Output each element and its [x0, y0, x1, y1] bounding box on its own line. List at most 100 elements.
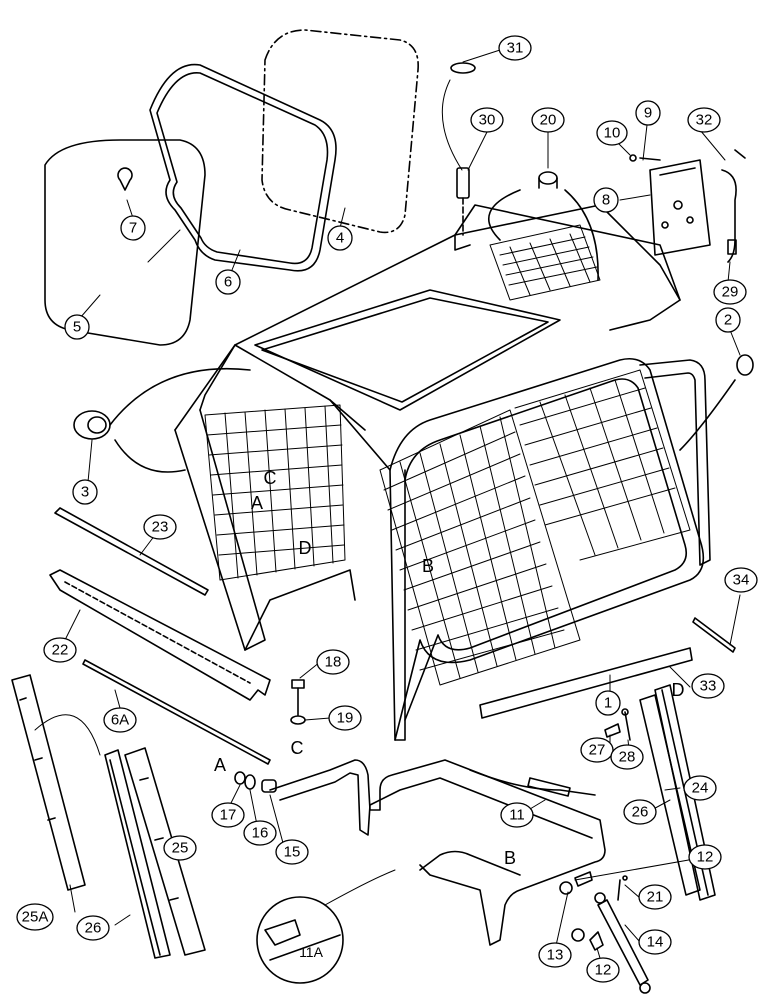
callout-32 [687, 107, 721, 133]
ref-letter-b-bottom: B [504, 848, 516, 868]
callout-21 [638, 884, 672, 910]
ref-letter-d-right: D [672, 680, 685, 700]
callout-5-label: 5 [73, 319, 81, 336]
callout-15-label: 15 [284, 844, 301, 861]
part-28-screw [621, 708, 631, 741]
part-26-left-strip [104, 749, 171, 959]
callout-11-label: 11 [509, 807, 525, 824]
callout-16-label: 16 [252, 825, 269, 842]
callout-12-lower-label: 12 [595, 962, 612, 979]
part-6a-strip [82, 659, 271, 765]
callout-3-label: 3 [81, 484, 89, 501]
callout-28 [610, 744, 644, 770]
part-15-bushing [261, 779, 277, 793]
callout-27 [580, 737, 614, 763]
callout-14-label: 14 [647, 934, 664, 951]
part-8-bracket [649, 159, 711, 256]
cab-frame [174, 204, 705, 741]
part-26-right-strip [639, 694, 701, 896]
callout-12-lower [586, 957, 620, 983]
callout-30 [470, 107, 504, 133]
callout-7 [120, 215, 146, 241]
part-2-plug [679, 354, 754, 451]
callout-12-upper-label: 12 [697, 849, 714, 866]
callout-29 [713, 279, 747, 305]
part-18-bolt [291, 679, 305, 716]
ref-letter-a-bottom: A [214, 755, 226, 775]
callout-15 [275, 839, 309, 865]
callout-30-label: 30 [479, 112, 496, 129]
part-14-gas-spring [594, 892, 651, 994]
callout-9-label: 9 [644, 105, 652, 122]
callout-9 [635, 100, 661, 126]
callout-16 [243, 820, 277, 846]
callout-5 [64, 314, 90, 340]
callout-29-label: 29 [722, 284, 739, 301]
callout-25a [16, 903, 54, 931]
window-seal [149, 63, 337, 272]
callout-2-label: 2 [724, 312, 732, 329]
part-3-grommet [73, 367, 251, 473]
leader-lines [64, 49, 741, 976]
callout-8-label: 8 [602, 192, 610, 209]
part-25a-strip [11, 674, 86, 891]
callout-34-label: 34 [733, 572, 750, 589]
callout-33 [691, 673, 725, 699]
callout-26-right [623, 799, 657, 825]
part-12-bolt-lower [589, 931, 604, 951]
callout-22 [43, 637, 77, 663]
ref-letter-a-left: A [251, 493, 263, 513]
part-16-washer [244, 774, 256, 790]
callout-24-label: 24 [692, 780, 709, 797]
callout-24 [683, 775, 717, 801]
callout-20 [531, 107, 565, 133]
wire-loop [34, 714, 101, 756]
part-25-strip [124, 747, 206, 956]
callout-22-label: 22 [52, 642, 69, 659]
callout-1-label: 1 [604, 695, 612, 712]
callout-20-label: 20 [540, 112, 557, 129]
callout-4-label: 4 [336, 230, 344, 247]
callout-31-label: 31 [507, 40, 524, 57]
side-window-glass [44, 139, 206, 346]
callout-17-label: 17 [220, 807, 237, 824]
part-19-washer [290, 715, 306, 725]
callout-14 [638, 929, 672, 955]
part-12-bolt-upper [574, 871, 593, 887]
side-handle [639, 359, 711, 566]
rear-window-glass [261, 29, 419, 234]
callout-26-left [76, 915, 110, 941]
callout-7-label: 7 [129, 220, 137, 237]
part-21-clip [617, 875, 628, 901]
ref-letter-b-left: B [422, 556, 434, 576]
callout-2 [715, 307, 741, 333]
door-grille [379, 369, 691, 686]
part-27-bolt [604, 723, 621, 738]
callout-34 [724, 567, 758, 593]
rear-grille [489, 224, 601, 301]
callout-25-label: 25 [172, 840, 189, 857]
callout-31 [498, 35, 532, 61]
callout-10 [596, 120, 628, 146]
ref-letter-c-left: C [264, 468, 277, 488]
callout-27-label: 27 [589, 742, 606, 759]
part-11-bar [269, 759, 606, 946]
callout-32-label: 32 [696, 112, 713, 129]
callout-3 [72, 479, 98, 505]
part-29-sensor-wire [721, 149, 746, 263]
part-33-strip [479, 647, 693, 719]
callout-12-upper [688, 844, 722, 870]
callout-25 [163, 835, 197, 861]
ref-letter-c-mid: C [291, 738, 304, 758]
callout-18-label: 18 [325, 654, 342, 671]
callout-25a-label: 25A [22, 909, 49, 926]
part-17-nut [234, 771, 246, 785]
part-22-rail [49, 569, 271, 701]
callout-6a [103, 707, 137, 733]
callout-4 [327, 225, 353, 251]
callout-19 [328, 705, 362, 731]
part-31-cap [441, 62, 476, 171]
ref-letter-d-left: D [299, 538, 312, 558]
part-20-nut [488, 171, 599, 281]
